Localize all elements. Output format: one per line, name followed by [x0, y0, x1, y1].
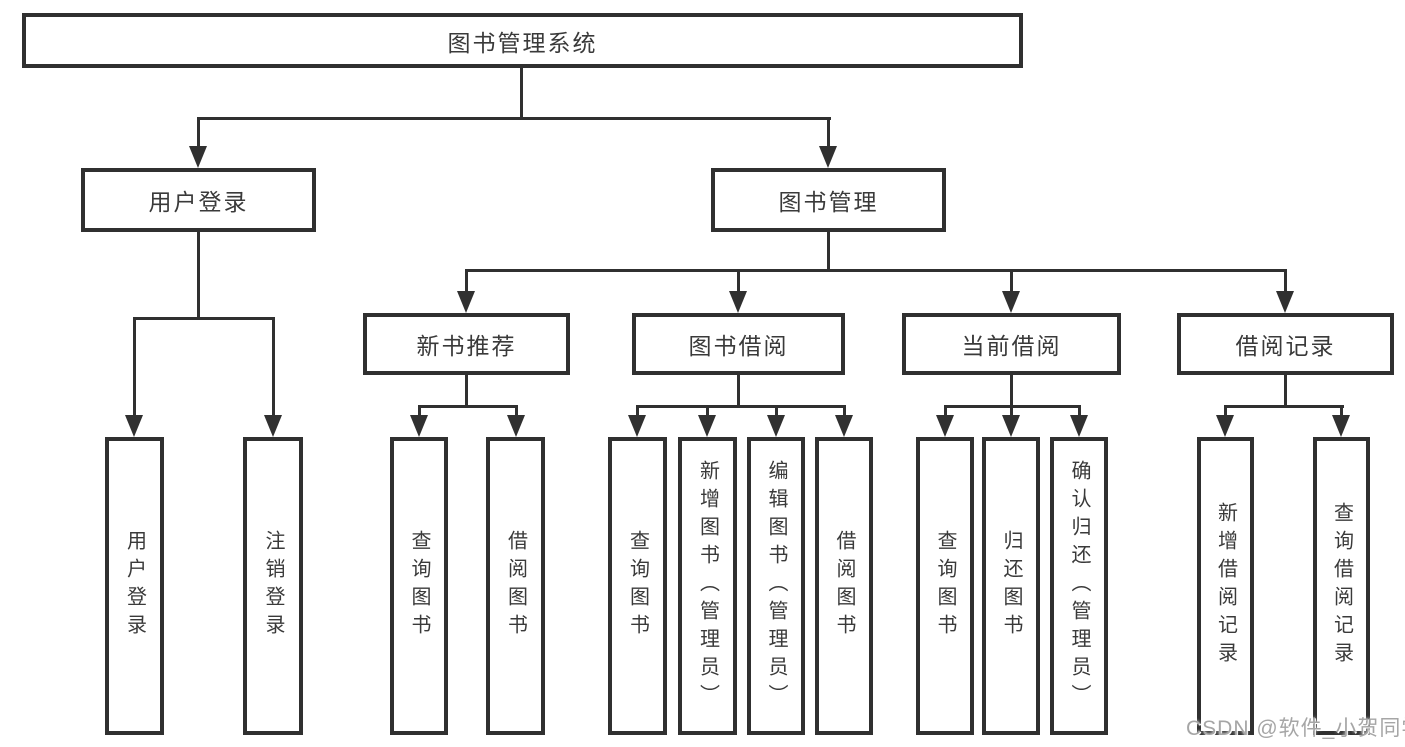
- node-label: 查询借阅记录: [1330, 502, 1353, 670]
- arrow-down-icon: [729, 291, 747, 313]
- node-add-borrow-record: 新增借阅记录: [1197, 437, 1254, 735]
- node-label: 注销登录: [262, 530, 284, 642]
- node-label: 编辑图书（管理员）: [765, 460, 787, 712]
- connector-line: [133, 317, 136, 417]
- node-search-books-recommend: 查询图书: [390, 437, 448, 735]
- node-label: 查询图书: [408, 530, 430, 642]
- node-borrow-books-borrowing: 借阅图书: [815, 437, 873, 735]
- connector-line: [1224, 405, 1227, 418]
- node-label: 图书管理系统: [447, 29, 598, 56]
- connector-line: [465, 269, 1287, 272]
- arrow-down-icon: [125, 415, 143, 437]
- connector-line: [1340, 405, 1343, 418]
- node-edit-books-admin: 编辑图书（管理员）: [747, 437, 805, 735]
- node-label: 归还图书: [1000, 530, 1022, 642]
- arrow-down-icon: [698, 415, 716, 437]
- node-new-book-recommend: 新书推荐: [363, 313, 570, 375]
- node-label: 新书推荐: [416, 333, 517, 359]
- node-search-books-borrowing: 查询图书: [608, 437, 667, 735]
- connector-line: [515, 405, 518, 418]
- arrow-down-icon: [1332, 415, 1350, 437]
- node-label: 查询图书: [626, 530, 649, 642]
- node-book-borrowing: 图书借阅: [632, 313, 845, 375]
- connector-line: [636, 405, 846, 408]
- connector-line: [737, 373, 740, 407]
- node-search-borrow-record: 查询借阅记录: [1313, 437, 1370, 735]
- connector-line: [843, 405, 846, 418]
- arrow-down-icon: [457, 291, 475, 313]
- node-search-books-current: 查询图书: [916, 437, 974, 735]
- node-user-login: 用户登录: [81, 168, 316, 232]
- connector-line: [1284, 373, 1287, 407]
- connector-line: [418, 405, 518, 408]
- arrow-down-icon: [264, 415, 282, 437]
- connector-line: [1224, 405, 1344, 408]
- arrow-down-icon: [819, 146, 837, 168]
- arrow-down-icon: [628, 415, 646, 437]
- node-user-login-action: 用户登录: [105, 437, 164, 735]
- node-label: 确认归还（管理员）: [1068, 460, 1090, 712]
- connector-line: [706, 405, 709, 418]
- arrow-down-icon: [936, 415, 954, 437]
- connector-line: [1078, 405, 1081, 418]
- connector-line: [465, 269, 468, 295]
- connector-line: [197, 117, 200, 150]
- connector-line: [197, 117, 831, 120]
- connector-line: [1010, 373, 1013, 407]
- node-borrow-records: 借阅记录: [1177, 313, 1394, 375]
- node-label: 借阅记录: [1235, 333, 1336, 359]
- node-label: 查询图书: [934, 530, 956, 642]
- node-borrow-books-recommend: 借阅图书: [486, 437, 545, 735]
- connector-line: [775, 405, 778, 418]
- node-label: 图书管理: [778, 189, 879, 215]
- arrow-down-icon: [767, 415, 785, 437]
- connector-line: [520, 64, 523, 119]
- node-label: 当前借阅: [961, 333, 1062, 359]
- arrow-down-icon: [410, 415, 428, 437]
- connector-line: [197, 230, 200, 319]
- node-label: 用户登录: [148, 189, 249, 215]
- node-label: 用户登录: [123, 530, 146, 642]
- node-return-books: 归还图书: [982, 437, 1040, 735]
- node-logout-action: 注销登录: [243, 437, 303, 735]
- connector-line: [465, 373, 468, 407]
- node-confirm-return-admin: 确认归还（管理员）: [1050, 437, 1108, 735]
- arrow-down-icon: [835, 415, 853, 437]
- arrow-down-icon: [1002, 415, 1020, 437]
- arrow-down-icon: [1276, 291, 1294, 313]
- node-label: 新增图书（管理员）: [696, 460, 719, 712]
- arrow-down-icon: [1002, 291, 1020, 313]
- arrow-down-icon: [507, 415, 525, 437]
- connector-line: [827, 230, 830, 272]
- node-label: 新增借阅记录: [1214, 502, 1237, 670]
- arrow-down-icon: [1216, 415, 1234, 437]
- connector-line: [944, 405, 947, 418]
- connector-line: [1284, 269, 1287, 295]
- node-label: 借阅图书: [833, 530, 855, 642]
- connector-line: [418, 405, 421, 418]
- csdn-watermark: CSDN @软件_小贺同学: [1186, 717, 1405, 740]
- connector-line: [272, 317, 275, 417]
- arrow-down-icon: [189, 146, 207, 168]
- connector-line: [133, 317, 275, 320]
- node-library-management-system: 图书管理系统: [22, 13, 1023, 68]
- arrow-down-icon: [1070, 415, 1088, 437]
- connector-line: [827, 117, 830, 150]
- node-label: 借阅图书: [504, 530, 527, 642]
- connector-line: [737, 269, 740, 295]
- connector-line: [636, 405, 639, 418]
- node-label: 图书借阅: [688, 333, 789, 359]
- node-add-books-admin: 新增图书（管理员）: [678, 437, 737, 735]
- node-book-management: 图书管理: [711, 168, 946, 232]
- connector-line: [1010, 405, 1013, 418]
- connector-line: [1010, 269, 1013, 295]
- node-current-borrowing: 当前借阅: [902, 313, 1121, 375]
